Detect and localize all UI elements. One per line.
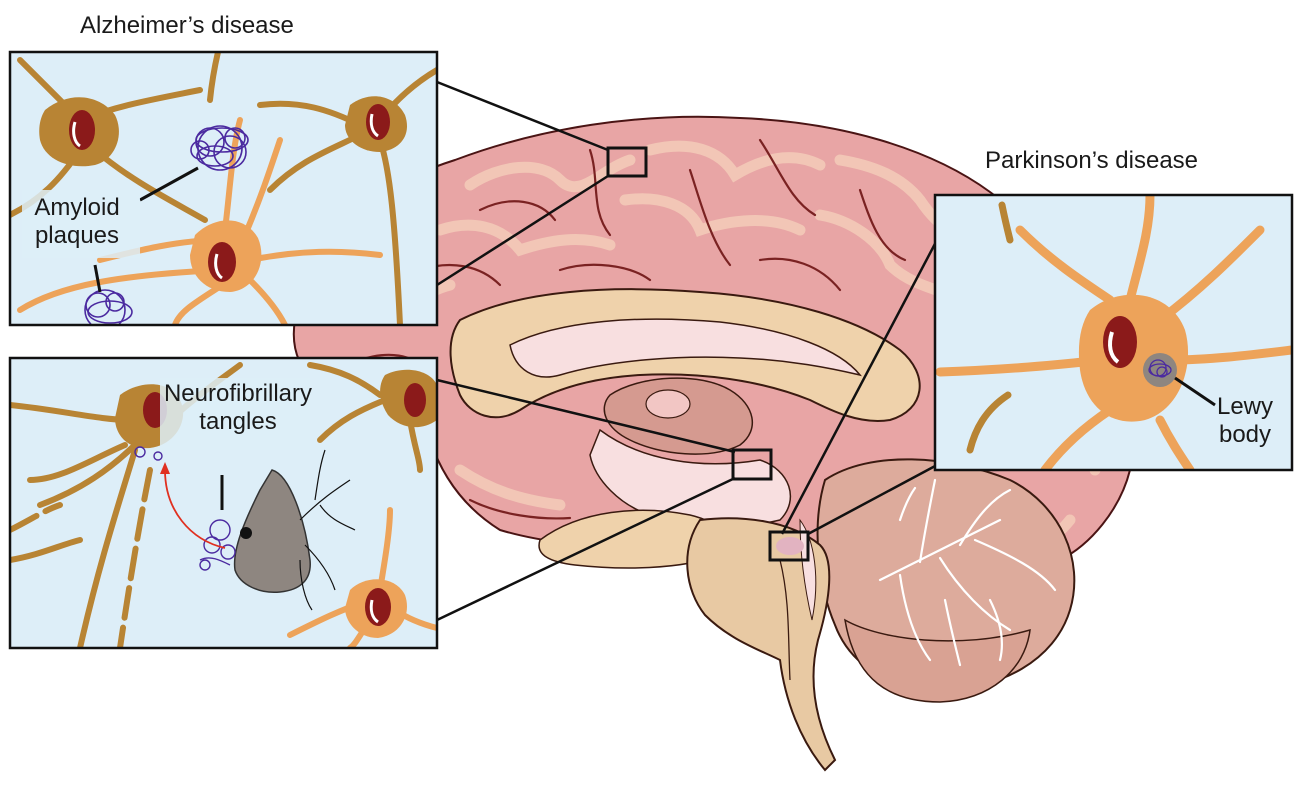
heading-alzheimers: Alzheimer’s disease <box>80 12 294 40</box>
heading-parkinsons: Parkinson’s disease <box>985 147 1198 175</box>
label-amyloid-plaques: Amyloid plaques <box>22 194 132 249</box>
substantia-nigra <box>776 537 804 555</box>
label-amyloid-line1: Amyloid <box>22 194 132 222</box>
thalamus-core <box>646 390 690 418</box>
label-tangles-line1: Neurofibrillary <box>158 380 318 408</box>
label-lewy-body: Lewy body <box>1210 393 1280 448</box>
label-lewy-line1: Lewy <box>1210 393 1280 421</box>
label-neurofibrillary-tangles: Neurofibrillary tangles <box>158 380 318 435</box>
lewy-body <box>1143 353 1177 387</box>
label-tangles-line2: tangles <box>158 408 318 436</box>
label-amyloid-line2: plaques <box>22 222 132 250</box>
label-lewy-line2: body <box>1210 421 1280 449</box>
inset-amyloid <box>10 52 437 330</box>
